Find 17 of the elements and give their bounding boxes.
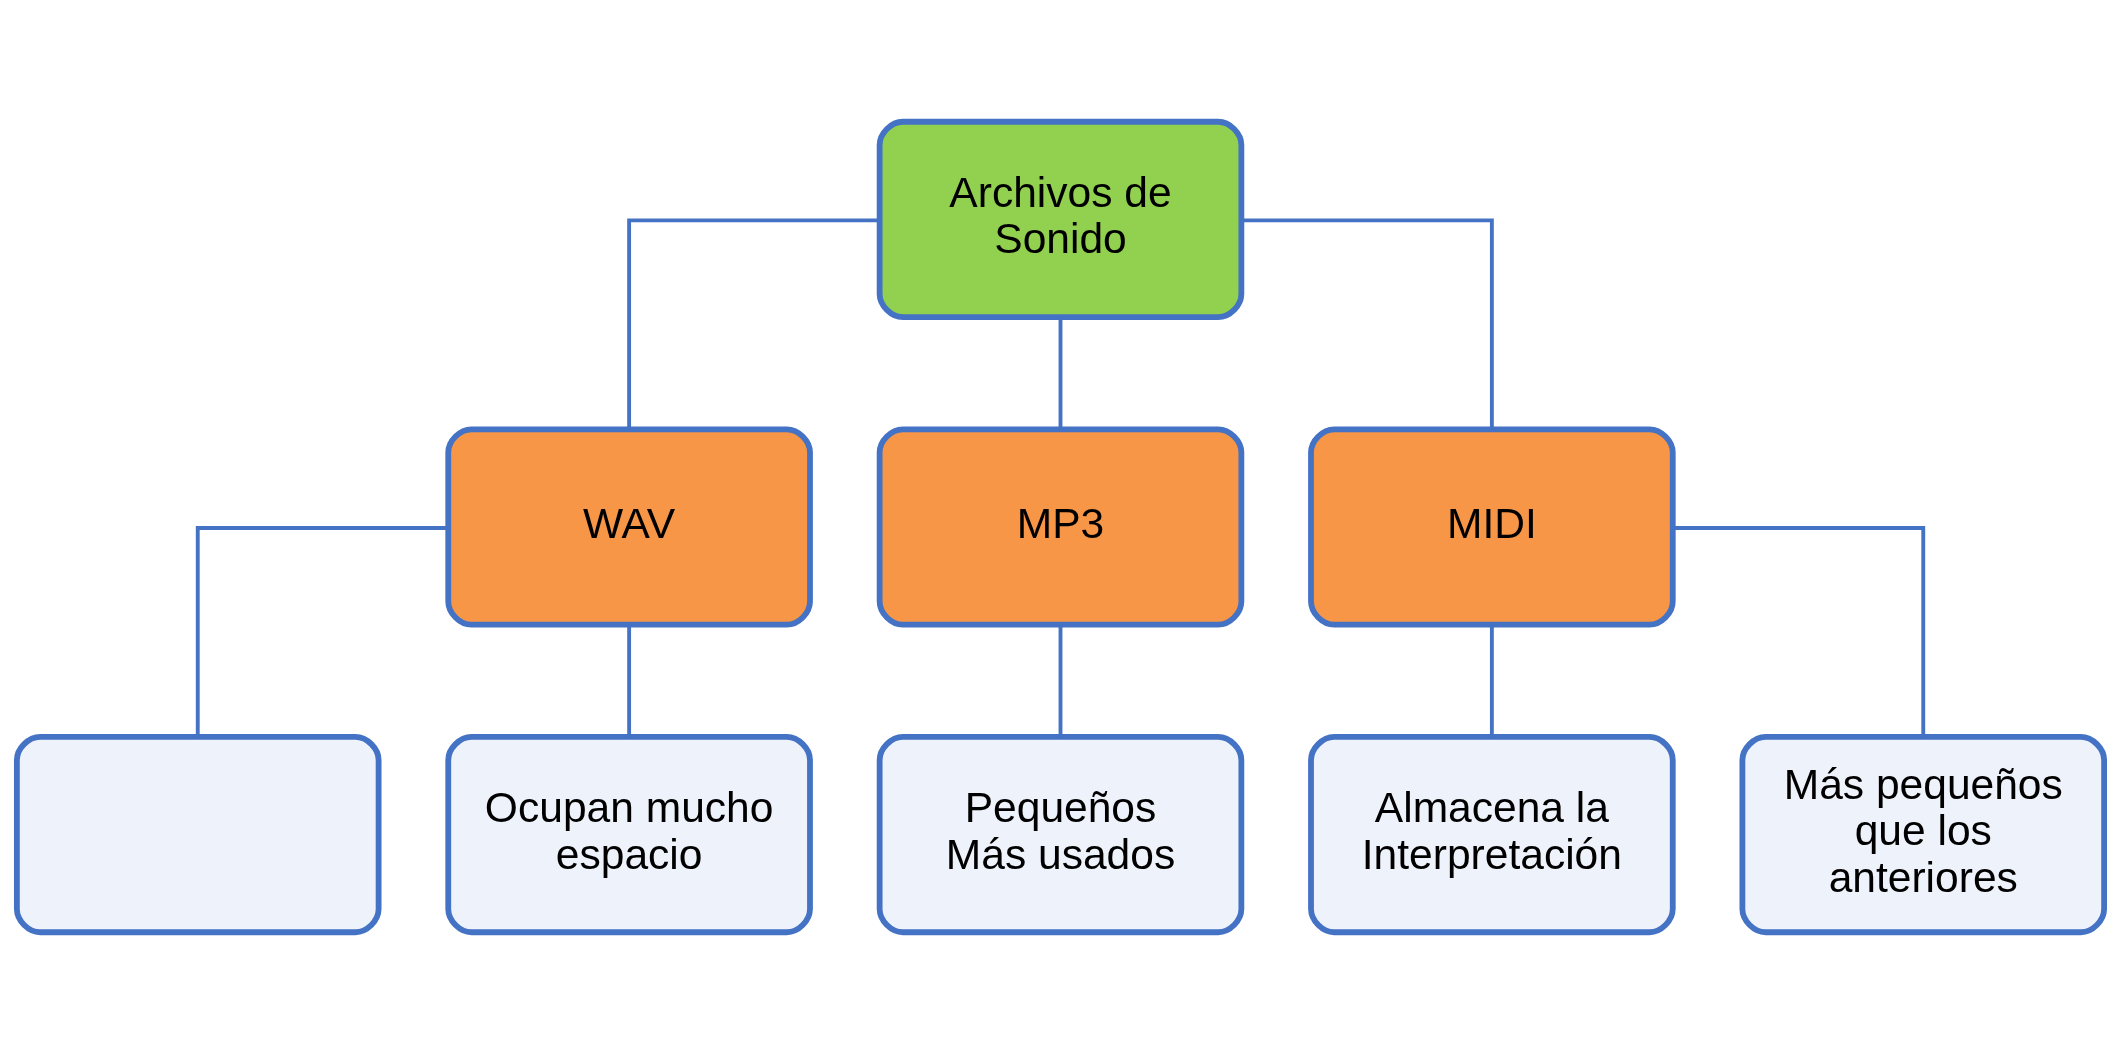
- connector: [1241, 218, 1494, 430]
- connector: [627, 218, 880, 430]
- node-box: WAV: [445, 426, 813, 628]
- connector: [1058, 317, 1063, 430]
- connector: [1058, 625, 1063, 737]
- node-box: Archivos de Sonido: [876, 118, 1245, 320]
- node-box: MP3: [876, 426, 1245, 628]
- connector: [195, 526, 449, 737]
- node-box: Ocupan mucho espacio: [445, 734, 813, 936]
- node-box: Más pequeños que los anteriores: [1739, 734, 2107, 936]
- connector: [627, 625, 632, 737]
- node-box: [13, 734, 382, 936]
- connector: [1672, 526, 1926, 737]
- node-box: Pequeños Más usados: [876, 734, 1245, 936]
- node-box: Almacena la Interpretación: [1308, 734, 1676, 936]
- node-box: MIDI: [1308, 426, 1676, 628]
- connector: [1489, 625, 1494, 737]
